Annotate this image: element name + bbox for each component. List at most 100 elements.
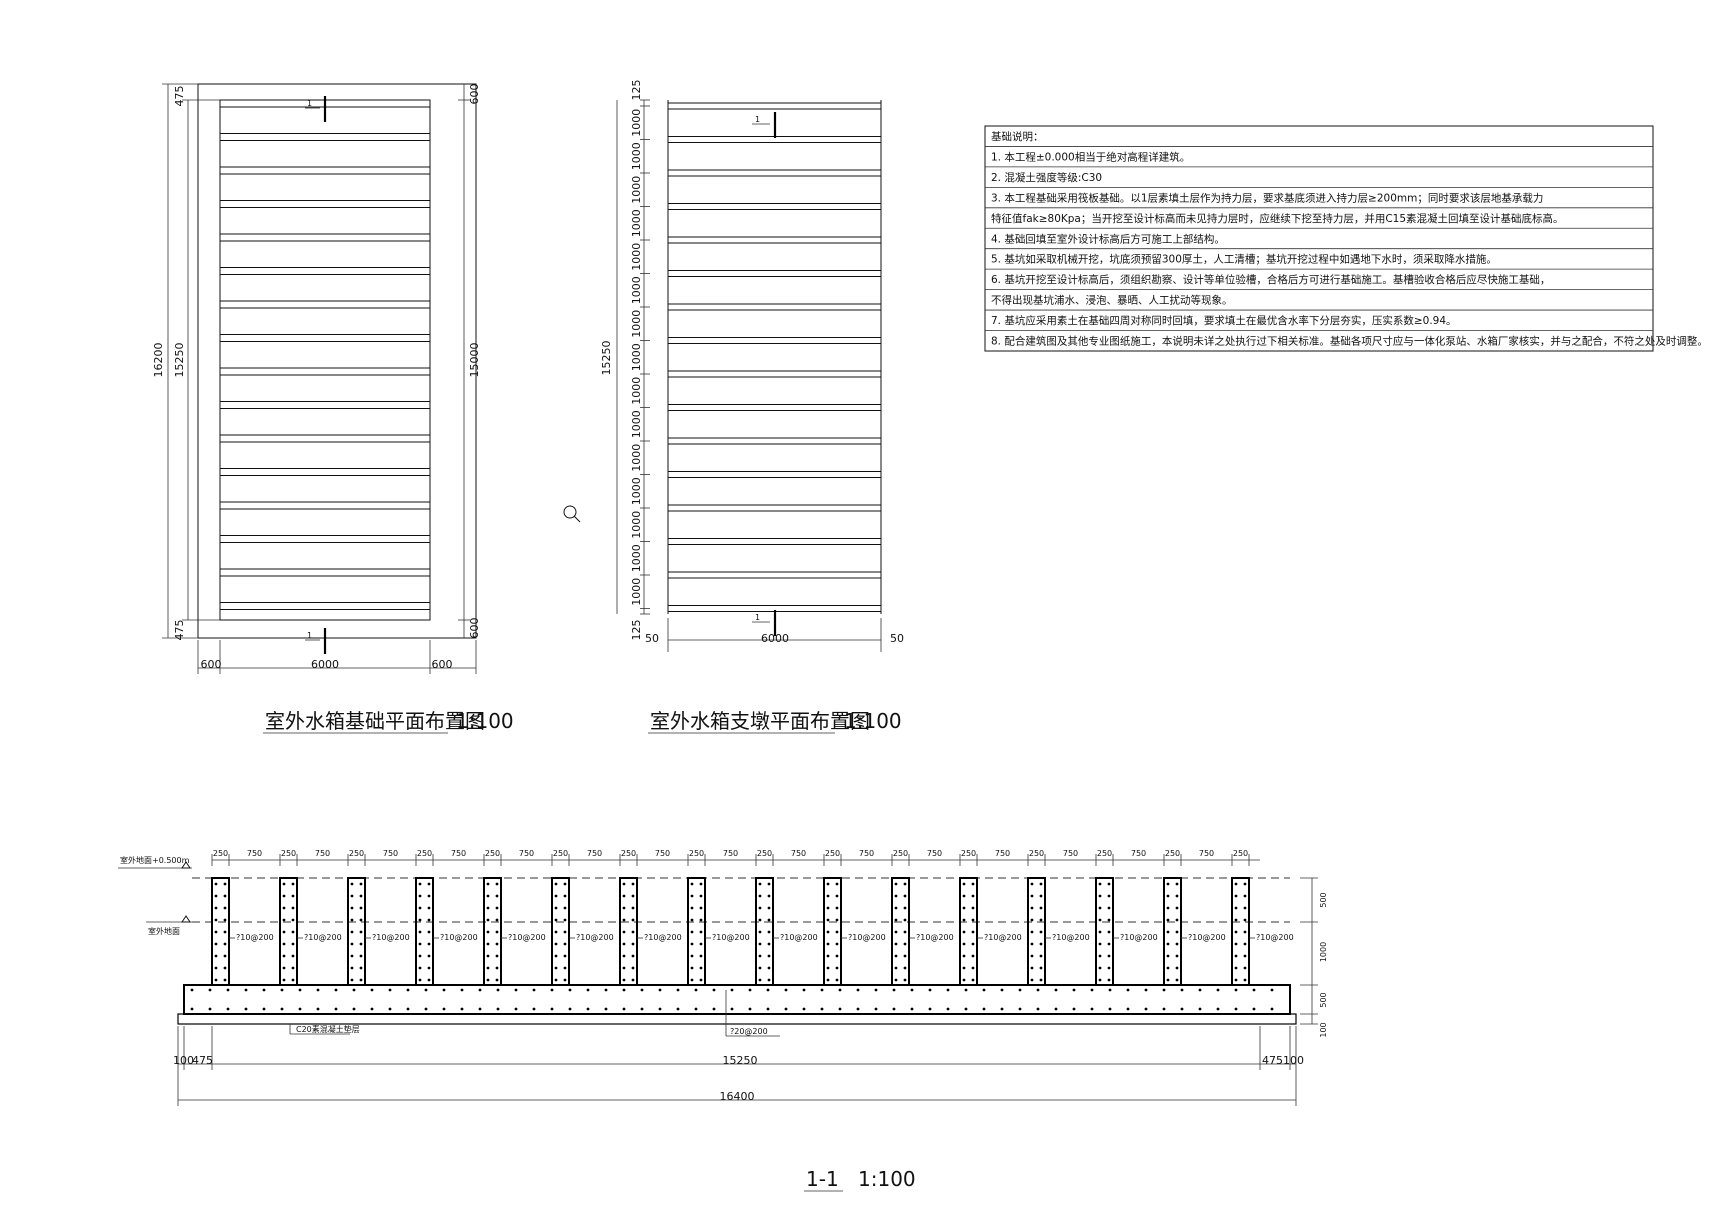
note-line: 5. 基坑如采取机械开挖，坑底须预留300厚土，人工清槽；基坑开挖过程中如遇地下…	[991, 253, 1497, 266]
pier-dim: 250	[757, 849, 772, 858]
note-line: 2. 混凝土强度等级:C30	[991, 171, 1102, 184]
section-1-1: 250 750 250 750 250 750 250 750 250 750 250 750 250 7…	[118, 849, 1328, 1192]
section-title: 1-1	[806, 1167, 839, 1191]
raft-slab	[183, 984, 1291, 1015]
spacing-label: 1000	[630, 410, 643, 438]
pier-section	[755, 877, 774, 986]
support-pier	[667, 270, 882, 277]
spacing-label: 1000	[630, 477, 643, 505]
support-pier	[667, 337, 882, 344]
bottom-dim-right-b: 100	[1283, 1054, 1304, 1067]
gap-dim: 750	[247, 849, 262, 858]
pier-dim: 250	[1233, 849, 1248, 858]
dim-b-bottom-mid: 6000	[761, 632, 789, 645]
pier-section	[823, 877, 842, 986]
cushion-label: C20素混凝土垫层	[296, 1024, 360, 1034]
pier-dim: 250	[961, 849, 976, 858]
spacing-label: 1000	[630, 243, 643, 271]
gap-dim: 750	[1063, 849, 1078, 858]
foundation-plan: 16200 15250 475 475 15000 600 600 600 60…	[152, 83, 514, 734]
rebar-label: ?10@200	[304, 933, 342, 942]
gap-dim: 750	[791, 849, 806, 858]
pier-section	[619, 877, 638, 986]
rebar-label: ?10@200	[1188, 933, 1226, 942]
note-line: 1. 本工程±0.000相当于绝对高程详建筑。	[991, 150, 1190, 163]
note-line: 6. 基坑开挖至设计标高后，须组织勘察、设计等单位验槽，合格后方可进行基础施工。…	[991, 273, 1550, 286]
support-pier	[667, 370, 882, 378]
pier-dim: 250	[1029, 849, 1044, 858]
support-pier	[667, 203, 882, 210]
pier-strip	[219, 334, 431, 342]
pier-dim: 250	[213, 849, 228, 858]
support-pier	[667, 437, 882, 445]
dim-ticks	[640, 99, 650, 615]
spacing-label: 1000	[630, 310, 643, 338]
spacing-label: 1000	[630, 276, 643, 304]
dim-bottom-offset: 475	[173, 620, 186, 641]
dim-bottom-mid: 6000	[311, 658, 339, 671]
section-mark-bottom: 1	[307, 631, 312, 640]
gap-dim: 750	[519, 849, 534, 858]
pier-strip	[219, 434, 431, 443]
magnifier-icon[interactable]	[563, 505, 581, 523]
pier-section	[551, 877, 570, 986]
slab-rebar-dots	[190, 988, 1274, 1011]
pier-section	[415, 877, 434, 986]
pier-strip	[219, 401, 431, 409]
plan-a-scale: 1:100	[456, 709, 514, 733]
rebar-label: ?10@200	[780, 933, 818, 942]
dim-right-height: 15000	[468, 343, 481, 378]
support-pier	[667, 303, 882, 311]
section-mark-b-bottom: 1	[755, 613, 760, 622]
pier-section	[279, 877, 298, 986]
support-pier	[667, 538, 882, 545]
pier-strip	[219, 468, 431, 476]
spacing-label: 1000	[630, 176, 643, 204]
pier-section	[959, 877, 978, 986]
spacing-label: 1000	[630, 209, 643, 237]
pier-dim: 250	[689, 849, 704, 858]
bottom-dim-total: 16400	[720, 1090, 755, 1103]
pier-dim: 250	[281, 849, 296, 858]
spacing-label: 1000	[630, 343, 643, 371]
pier-dim: 250	[1165, 849, 1180, 858]
spacing-labels: 1000 1000 1000 1000 1000 1000 1000 1000 1000 1000…	[630, 109, 643, 606]
section-scale: 1:100	[858, 1167, 916, 1191]
elev-label-1: 室外地面+0.500m	[120, 855, 190, 865]
plan-b-scale: 1:100	[844, 709, 902, 733]
support-pier	[667, 471, 882, 478]
spacing-label: 1000	[630, 544, 643, 572]
rebar-label: ?10@200	[1256, 933, 1294, 942]
dim-right-bottom: 600	[468, 618, 481, 639]
concrete-cushion	[177, 1013, 1297, 1025]
section-mark-top: 1	[307, 99, 312, 108]
dim-total-height: 16200	[152, 343, 165, 378]
rebar-label: ?10@200	[1052, 933, 1090, 942]
rebar-label: ?10@200	[236, 933, 274, 942]
bottom-dim-left-a: 100	[173, 1054, 194, 1067]
support-pier	[667, 102, 882, 110]
section-top-dims: 250 750 250 750 250 750 250 750 250 750 250 750 250 7…	[211, 849, 1250, 866]
gap-dim: 750	[859, 849, 874, 858]
pier-dim: 250	[825, 849, 840, 858]
dim-top-offset: 475	[173, 86, 186, 107]
notes-rows: 基础说明：1. 本工程±0.000相当于绝对高程详建筑。2. 混凝土强度等级:C…	[985, 130, 1708, 348]
pier-strip	[219, 501, 431, 510]
spacing-label: 1000	[630, 511, 643, 539]
dim-inner-height: 15250	[173, 343, 186, 378]
pier-dim: 250	[485, 849, 500, 858]
pier-strips-b	[667, 102, 882, 612]
rebar-label: ?10@200	[508, 933, 546, 942]
pier-dim: 250	[621, 849, 636, 858]
rebar-label: ?10@200	[848, 933, 886, 942]
gap-dim: 750	[655, 849, 670, 858]
gap-dim: 750	[383, 849, 398, 858]
rebar-label: ?10@200	[372, 933, 410, 942]
notes-table: 基础说明：1. 本工程±0.000相当于绝对高程详建筑。2. 混凝土强度等级:C…	[984, 125, 1708, 352]
pier-section	[1095, 877, 1114, 986]
pier-strip	[219, 367, 431, 376]
pier-section	[891, 877, 910, 986]
pier-strips	[219, 99, 431, 610]
pier-section	[1231, 877, 1250, 986]
